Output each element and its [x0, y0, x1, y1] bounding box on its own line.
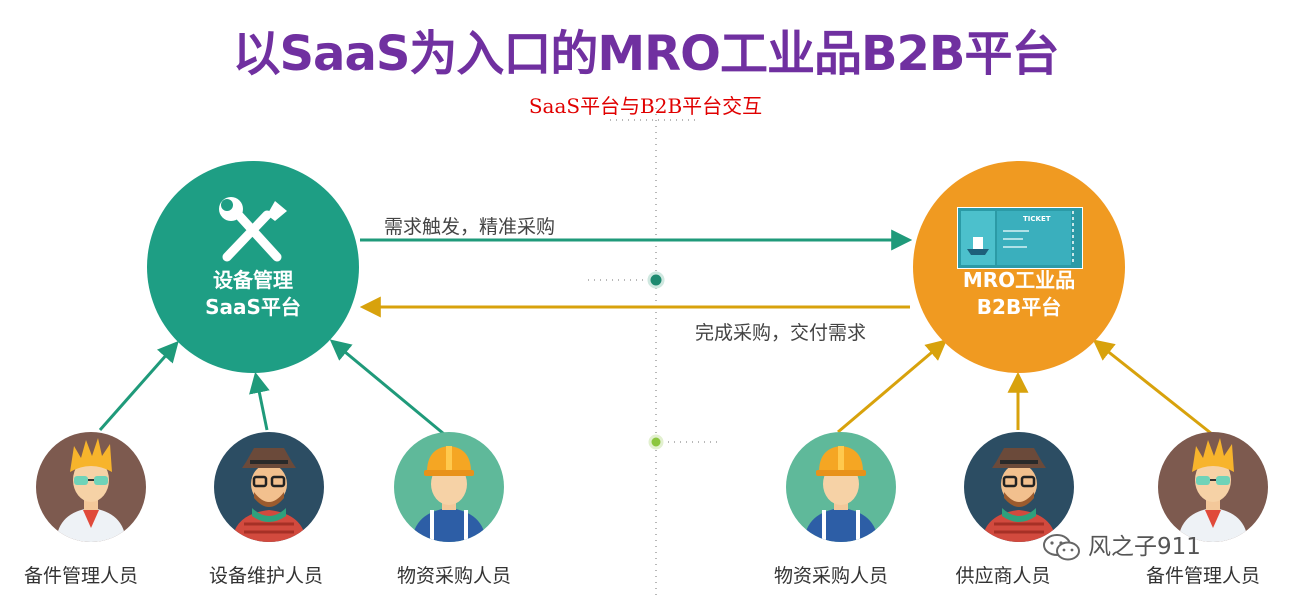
- saas-hub-line1: 设备管理: [213, 268, 293, 292]
- person-left-1-label: 备件管理人员: [23, 565, 138, 587]
- b2b-hub-line1: MRO工业品: [962, 268, 1076, 292]
- watermark: 风之子911: [1042, 527, 1201, 563]
- arrow-right-person-1: [837, 339, 948, 434]
- person-left-2-label: 设备维护人员: [208, 565, 323, 587]
- b2b-hub-line2: B2B平台: [976, 295, 1062, 319]
- arrow-left-person-1: [98, 340, 179, 431]
- lower-dot: [648, 434, 664, 450]
- engineer-avatar-icon: [56, 438, 126, 542]
- page-subtitle: SaaS平台与B2B平台交互: [528, 94, 763, 118]
- worker-helmet-avatar-icon: [804, 446, 878, 542]
- center-dot: [647, 271, 665, 289]
- top-arrow-label: 需求触发，精准采购: [384, 216, 556, 238]
- page-title: 以SaaS为入口的MRO工业品B2B平台: [232, 26, 1059, 82]
- saas-hub-line2: SaaS平台: [205, 295, 301, 319]
- arrow-right-person-3: [1092, 339, 1213, 436]
- person-left-1-avatar: [36, 432, 146, 542]
- person-right-3-label: 备件管理人员: [1145, 565, 1260, 587]
- person-right-3-avatar: [1158, 432, 1268, 542]
- worker-helmet-avatar-icon: [412, 446, 486, 542]
- person-right-2-avatar: [964, 432, 1074, 542]
- hat-man-avatar-icon: [982, 448, 1056, 542]
- bottom-arrow-label: 完成采购，交付需求: [695, 322, 867, 344]
- person-right-2-label: 供应商人员: [955, 565, 1051, 587]
- watermark-text: 风之子911: [1088, 534, 1201, 560]
- saas-platform-hub: 设备管理 SaaS平台: [147, 161, 359, 373]
- person-right-1-label: 物资采购人员: [773, 565, 888, 587]
- hat-man-avatar-icon: [232, 448, 306, 542]
- ticket-icon: TICKET: [957, 207, 1083, 269]
- person-right-1-avatar: [786, 432, 896, 542]
- person-left-2-avatar: [214, 432, 324, 542]
- arrow-left-person-3: [329, 339, 445, 436]
- wechat-icon: [1043, 533, 1080, 560]
- person-left-3-label: 物资采购人员: [396, 565, 511, 587]
- b2b-platform-hub: TICKET MRO工业品 B2B平台: [913, 161, 1125, 373]
- ticket-text: TICKET: [1023, 215, 1051, 223]
- wrench-screwdriver-icon: [219, 197, 287, 262]
- engineer-avatar-icon: [1178, 438, 1248, 542]
- person-left-3-avatar: [394, 432, 504, 542]
- arrow-left-person-2: [249, 371, 270, 431]
